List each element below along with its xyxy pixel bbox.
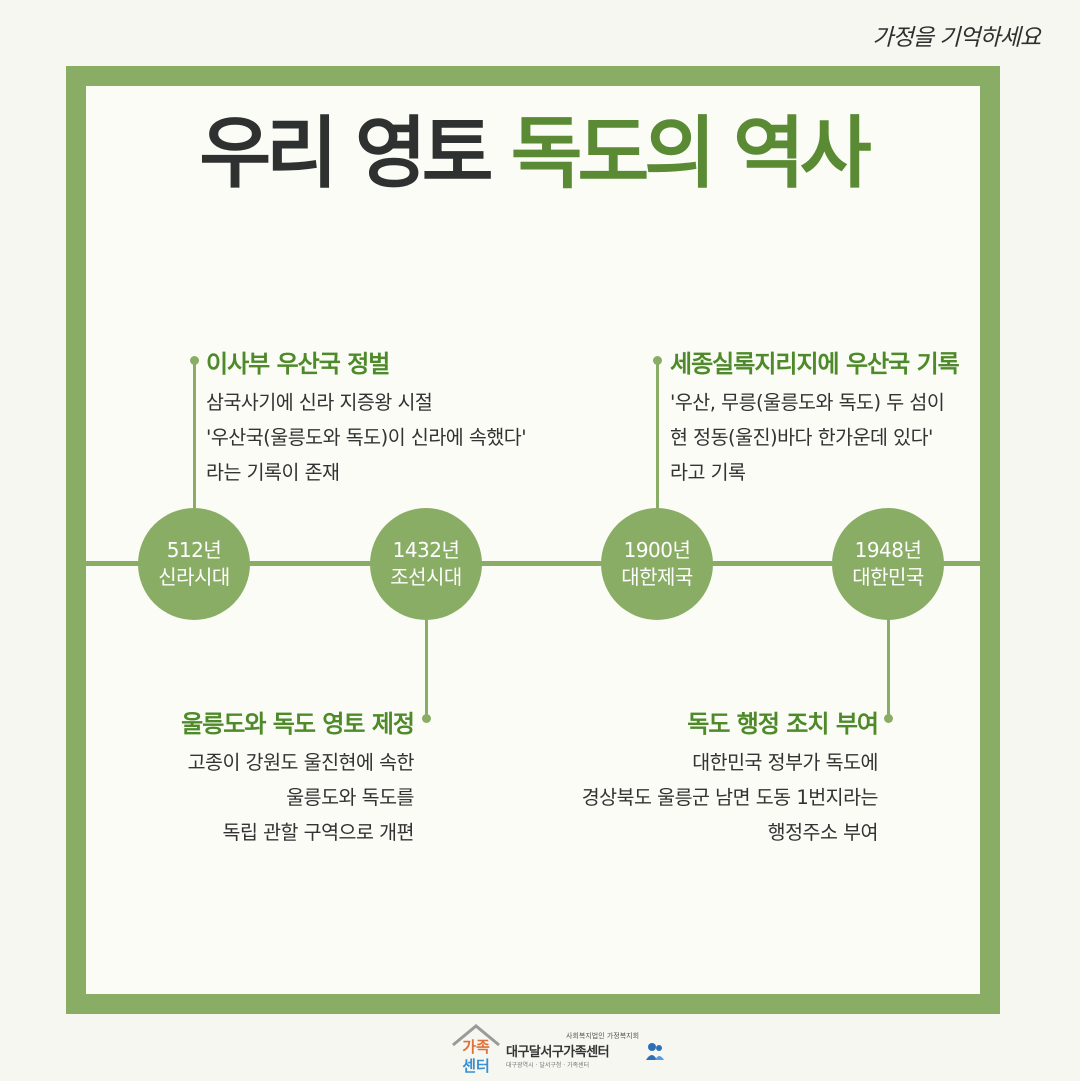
connector-dot-1900	[653, 356, 662, 365]
org-name: 대구달서구가족센터	[506, 1045, 610, 1060]
timeline-line	[86, 561, 1000, 566]
event-desc: '우산, 무릉(울릉도와 독도) 두 섬이 현 정동(울진)바다 한가운데 있다…	[670, 385, 959, 490]
event-512: 이사부 우산국 정벌 삼국사기에 신라 지증왕 시절 '우산국(울릉도와 독도)…	[206, 344, 527, 490]
event-line: 행정주소 부여	[767, 821, 879, 844]
house-logo-icon: 가족 센터	[450, 1023, 502, 1077]
event-desc: 고종이 강원도 울진현에 속한 울릉도와 독도를 독립 관할 구역으로 개편	[181, 745, 415, 850]
timeline-node-1900: 1900년 대한제국	[601, 508, 713, 620]
event-1948: 독도 행정 조치 부여 대한민국 정부가 독도에 경상북도 울릉군 남면 도동 …	[581, 704, 879, 850]
node-year: 512년	[166, 538, 222, 562]
event-line: 라는 기록이 존재	[206, 461, 340, 484]
node-era: 신라시대	[158, 565, 230, 589]
event-title: 세종실록지리지에 우산국 기록	[670, 350, 960, 378]
event-line: 라고 기록	[670, 461, 746, 484]
connector-1900	[656, 360, 659, 508]
event-line: 울릉도와 독도를	[286, 786, 414, 809]
footer-logo: 가족 센터 사회복지법인 가정복지회 대구달서구가족센터 대구광역시 · 달서구…	[450, 1022, 667, 1078]
node-era: 대한민국	[852, 565, 924, 589]
logo-bottom-text: 센터	[462, 1057, 490, 1075]
connector-dot-1432	[422, 714, 431, 723]
event-line: '우산, 무릉(울릉도와 독도) 두 섬이	[670, 391, 945, 414]
node-year: 1948년	[854, 538, 922, 562]
event-1432: 울릉도와 독도 영토 제정 고종이 강원도 울진현에 속한 울릉도와 독도를 독…	[181, 704, 415, 850]
event-desc: 삼국사기에 신라 지증왕 시절 '우산국(울릉도와 독도)이 신라에 속했다' …	[206, 385, 527, 490]
footer-text: 사회복지법인 가정복지회 대구달서구가족센터 대구광역시 · 달서구청 · 가족…	[506, 1031, 639, 1069]
org-sub: 사회복지법인 가정복지회	[566, 1032, 640, 1040]
timeline-node-1432: 1432년 조선시대	[370, 508, 482, 620]
event-line: 대한민국 정부가 독도에	[692, 751, 878, 774]
node-era: 조선시대	[390, 565, 462, 589]
logo-top-text: 가족	[462, 1038, 490, 1056]
node-year: 1900년	[623, 538, 691, 562]
timeline-node-1948: 1948년 대한민국	[832, 508, 944, 620]
page-title: 우리 영토 독도의 역사	[66, 108, 1000, 202]
node-year: 1432년	[392, 538, 460, 562]
event-line: 삼국사기에 신라 지증왕 시절	[206, 391, 433, 414]
connector-512	[193, 360, 196, 508]
org-tiny: 대구광역시 · 달서구청 · 가족센터	[506, 1062, 590, 1069]
title-green: 독도의 역사	[510, 109, 872, 199]
timeline-node-512: 512년 신라시대	[138, 508, 250, 620]
event-line: 고종이 강원도 울진현에 속한	[187, 751, 415, 774]
connector-dot-1948	[884, 714, 893, 723]
emblem-icon	[643, 1038, 667, 1062]
connector-1432	[425, 618, 428, 718]
event-1900: 세종실록지리지에 우산국 기록 '우산, 무릉(울릉도와 독도) 두 섬이 현 …	[670, 344, 960, 490]
connector-dot-512	[190, 356, 199, 365]
node-era: 대한제국	[621, 565, 693, 589]
event-title: 이사부 우산국 정벌	[206, 350, 390, 378]
event-line: '우산국(울릉도와 독도)이 신라에 속했다'	[206, 426, 527, 449]
event-desc: 대한민국 정부가 독도에 경상북도 울릉군 남면 도동 1번지라는 행정주소 부…	[581, 745, 879, 850]
event-title: 울릉도와 독도 영토 제정	[181, 710, 415, 738]
title-dark: 우리 영토	[199, 109, 493, 199]
slogan: 가정을 기억하세요	[872, 25, 1041, 51]
event-line: 경상북도 울릉군 남면 도동 1번지라는	[581, 786, 879, 809]
event-title: 독도 행정 조치 부여	[687, 710, 879, 738]
event-line: 현 정동(울진)바다 한가운데 있다'	[670, 426, 933, 449]
event-line: 독립 관할 구역으로 개편	[222, 821, 415, 844]
connector-1948	[887, 618, 890, 718]
